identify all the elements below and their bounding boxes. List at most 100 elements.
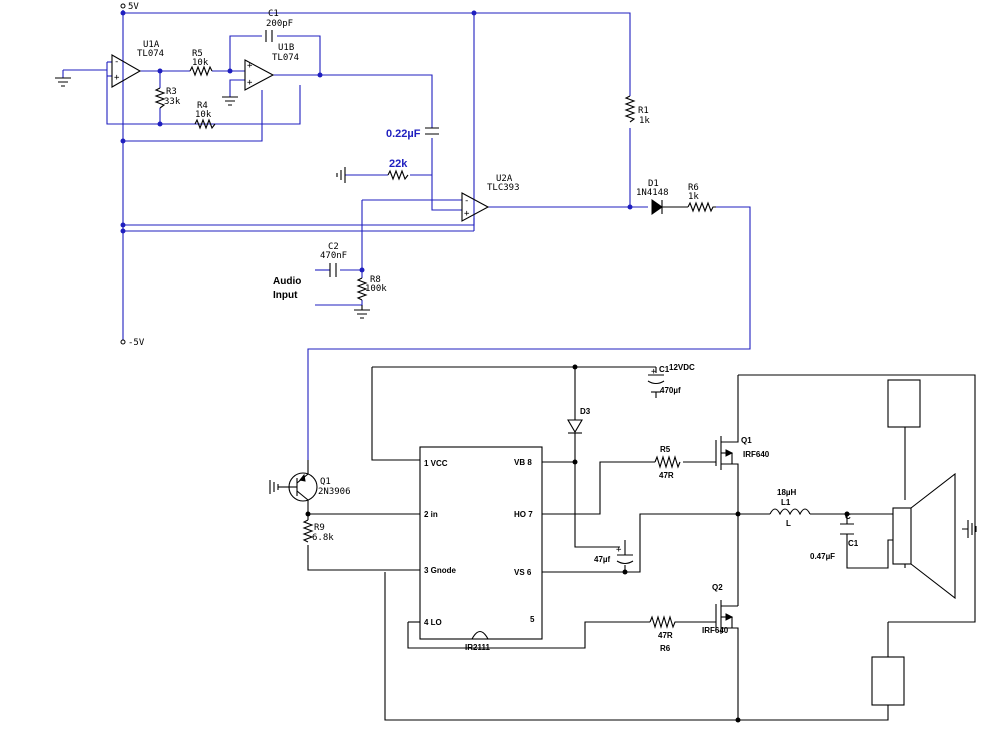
r4-ref: R4: [197, 101, 208, 111]
q1-part: 2N3906: [318, 487, 351, 497]
r1-value: 1k: [639, 116, 650, 126]
r6b-ref: R6: [660, 644, 671, 653]
ic-pin6: VS 6: [514, 568, 532, 577]
mosfet-q1: [715, 432, 739, 470]
l1-label: L: [786, 519, 791, 528]
resistor-22k: [387, 169, 409, 181]
capacitor-c1: [265, 30, 273, 42]
capacitor-022: [425, 127, 439, 135]
r5b-ref: R5: [660, 445, 671, 454]
r5b-value: 47R: [659, 471, 674, 480]
resistor-r5-gate: [654, 455, 681, 469]
u1a-part: TL074: [137, 49, 164, 59]
ic-pin5: 5: [530, 615, 535, 624]
rail-pos-label: 5V: [128, 2, 139, 12]
resistor-r8: [356, 277, 368, 301]
ic-ir2111: [419, 446, 543, 640]
ground-icon: [336, 167, 346, 183]
ground-icon: [962, 520, 977, 538]
rail-neg-label: -5V: [128, 338, 145, 348]
r8-value: 100k: [365, 284, 387, 294]
r9-value: 6.8k: [312, 533, 334, 543]
r1-ref: R1: [638, 106, 649, 116]
ic-pin4: 4 LO: [424, 618, 442, 627]
svg-text:-: -: [114, 57, 119, 67]
bottom-circuit-wires: [307, 366, 976, 721]
audio-label-2: Input: [273, 290, 298, 301]
svg-text:+: +: [651, 367, 657, 377]
resistor-r5: [189, 65, 213, 77]
l1-value: 18µH: [777, 488, 797, 497]
mq1-part: IRF640: [743, 450, 770, 459]
transistor-q1: [269, 460, 318, 502]
mq2-ref: Q2: [712, 583, 723, 592]
r9-ref: R9: [314, 523, 325, 533]
ic-pin3: 3 Gnode: [424, 566, 457, 575]
comparator-u2a: - +: [461, 192, 490, 222]
svg-text:+: +: [616, 545, 622, 555]
r3-ref: R3: [166, 87, 177, 97]
opamp-u1b: + +: [244, 59, 275, 91]
r4-value: 10k: [195, 110, 212, 120]
capacitor-12vdc: [647, 374, 665, 393]
q1-ref: Q1: [320, 477, 331, 487]
ic-pin2: 2 in: [424, 510, 438, 519]
c2-value: 470nF: [320, 251, 347, 261]
svg-text:+: +: [247, 61, 253, 71]
res-22k-label: 22k: [389, 158, 408, 170]
c-out-value: 0.47µF: [810, 552, 835, 561]
l1-ref: L1: [781, 498, 791, 507]
resistor-r9: [302, 519, 314, 543]
load-block-bottom: [871, 656, 905, 706]
ground-icon: [55, 77, 71, 87]
ic-name: IR2111: [465, 643, 490, 652]
load-block-top: [887, 379, 921, 428]
resistor-r4: [194, 118, 216, 130]
c2-ref: C2: [328, 242, 339, 252]
inductor-l1: [769, 508, 811, 516]
resistor-r1: [624, 95, 636, 123]
capacitor-c2: [329, 263, 337, 277]
rail-pos-terminal: [120, 3, 126, 9]
u1b-ref: U1B: [278, 43, 294, 53]
speaker-icon: [892, 472, 956, 600]
r8-ref: R8: [370, 275, 381, 285]
d3-label: D3: [580, 407, 591, 416]
diode-d3: [567, 419, 583, 434]
capacitor-c-out: [840, 523, 854, 535]
boot-cap-label: 47µf: [594, 555, 611, 564]
resistor-r3: [154, 87, 166, 109]
r6-ref: R6: [688, 183, 699, 193]
mq1-ref: Q1: [741, 436, 752, 445]
mosfet-q2: [715, 600, 739, 640]
cap-top-ref: C1: [659, 365, 670, 374]
svg-text:-: -: [464, 196, 469, 206]
c1-value: 200pF: [266, 19, 293, 29]
ground-icon: [354, 305, 370, 319]
svg-text:+: +: [464, 209, 470, 219]
c1-ref: C1: [268, 9, 279, 19]
diode-d1: [651, 199, 688, 215]
resistor-r6-gate: [649, 615, 680, 629]
r5-value: 10k: [192, 58, 209, 68]
mq2-part: IRF640: [702, 626, 729, 635]
u1a-ref: U1A: [143, 40, 160, 50]
c-out-ref2: C1: [848, 539, 859, 548]
r5-ref: R5: [192, 49, 203, 59]
rail-neg-terminal: [120, 339, 126, 345]
bottom-circuit-dots: [305, 364, 850, 723]
ground-icon: [222, 96, 238, 106]
ic-pin7: HO 7: [514, 510, 533, 519]
u2a-ref: U2A: [496, 174, 513, 184]
r3-value: 33k: [164, 97, 181, 107]
ic-pin1: 1 VCC: [424, 459, 448, 468]
d1-part: 1N4148: [636, 188, 669, 198]
svg-text:+: +: [247, 78, 253, 88]
cap-022-label: 0.22µF: [386, 128, 421, 140]
cap-top-note: 12VDC: [669, 363, 695, 372]
ic-pin8: VB 8: [514, 458, 532, 467]
d1-ref: D1: [648, 179, 659, 189]
top-circuit-wires: [62, 10, 751, 460]
capacitor-bootstrap: [616, 554, 634, 565]
